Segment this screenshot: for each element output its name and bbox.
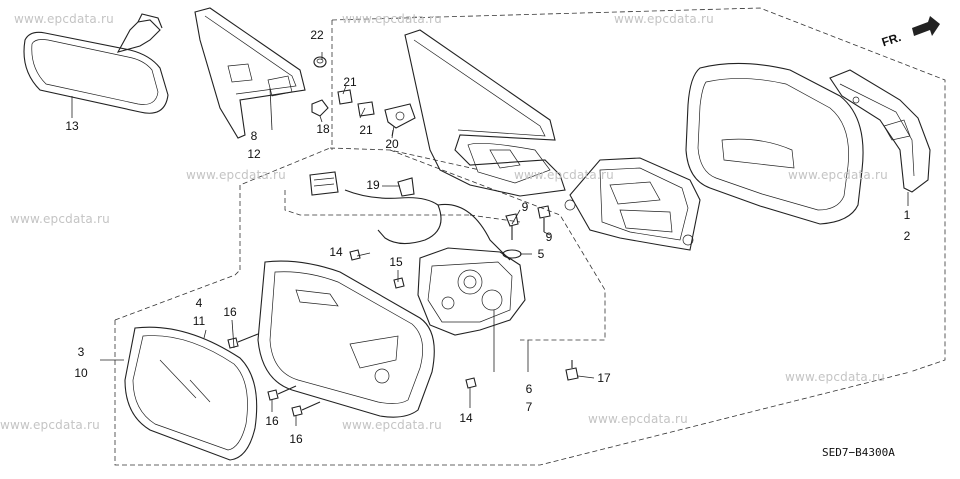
oring-5 [502, 249, 522, 259]
mirror-base-housing [404, 29, 566, 197]
callout-3: 3 [77, 345, 85, 359]
watermark-text: www.epcdata.ru [342, 418, 442, 432]
callout-16: 16 [223, 305, 237, 319]
callout-4: 4 [195, 296, 203, 310]
callout-2: 2 [903, 229, 911, 243]
callout-14: 14 [329, 245, 343, 259]
callout-16: 16 [289, 432, 303, 446]
callout-21: 21 [359, 123, 373, 137]
watermark-text: www.epcdata.ru [614, 12, 714, 26]
callout-11: 11 [192, 314, 206, 328]
callout-19: 19 [366, 178, 380, 192]
watermark-text: www.epcdata.ru [0, 418, 100, 432]
skull-cap [685, 62, 864, 225]
actuator-motor [417, 247, 526, 336]
watermark-text: www.epcdata.ru [514, 168, 614, 182]
front-arrow-icon [912, 16, 940, 36]
clip-18 [311, 99, 329, 123]
inner-garnish [194, 7, 306, 139]
callout-8: 8 [250, 129, 258, 143]
callout-22: 22 [310, 28, 324, 42]
power-unit [564, 157, 701, 251]
callout-16: 16 [265, 414, 279, 428]
callout-21: 21 [343, 75, 357, 89]
callout-17: 17 [597, 371, 611, 385]
callout-18: 18 [316, 122, 330, 136]
watermark-text: www.epcdata.ru [588, 412, 688, 426]
callout-5: 5 [537, 247, 545, 261]
callout-13: 13 [65, 119, 79, 133]
leader-lines [100, 52, 909, 426]
watermark-text: www.epcdata.ru [14, 12, 114, 26]
callout-20: 20 [385, 137, 399, 151]
callout-12: 12 [247, 147, 261, 161]
callout-9: 9 [521, 200, 529, 214]
watermark-text: www.epcdata.ru [785, 370, 885, 384]
callout-7: 7 [525, 400, 533, 414]
watermark-text: www.epcdata.ru [788, 168, 888, 182]
callout-15: 15 [389, 255, 403, 269]
callout-6: 6 [525, 382, 533, 396]
grommet-22 [313, 56, 327, 68]
mirror-glass [124, 326, 258, 461]
callout-1: 1 [903, 208, 911, 222]
callout-14: 14 [459, 411, 473, 425]
callout-10: 10 [74, 366, 88, 380]
watermark-text: www.epcdata.ru [186, 168, 286, 182]
callout-9: 9 [545, 230, 553, 244]
rearview-mirror [23, 13, 169, 118]
side-turn-signal [829, 69, 931, 193]
diagram-code: SED7−B4300A [822, 446, 895, 459]
mirror-housing-frame [257, 260, 435, 418]
wire-harness [309, 171, 511, 261]
group-outline [114, 7, 946, 466]
watermark-text: www.epcdata.ru [10, 212, 110, 226]
watermark-text: www.epcdata.ru [342, 12, 442, 26]
bolts-9 [505, 205, 551, 240]
small-screws [227, 249, 579, 417]
